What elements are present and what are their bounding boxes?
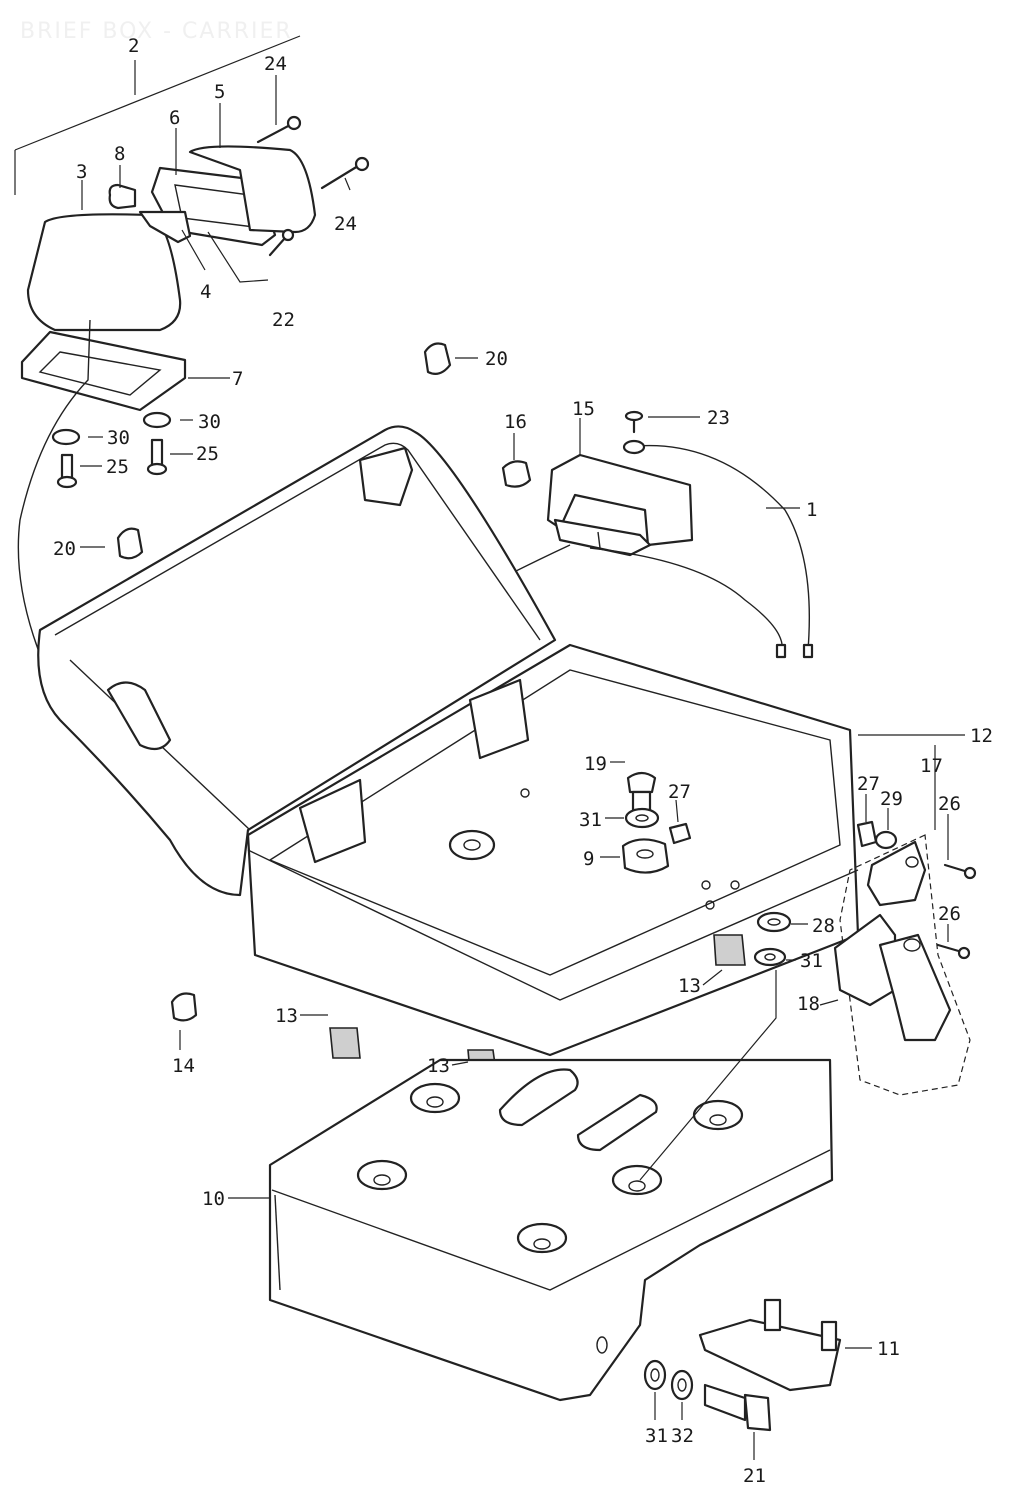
lamp-gasket — [20, 330, 187, 412]
callout-31: 31 — [579, 809, 602, 831]
callout-6: 6 — [169, 107, 180, 129]
callout-4: 4 — [200, 281, 211, 303]
callout-7: 7 — [232, 368, 243, 390]
callout-15: 15 — [572, 398, 595, 420]
callout-22: 22 — [272, 309, 295, 331]
callout-26: 26 — [938, 903, 961, 925]
callout-8: 8 — [114, 143, 125, 165]
diagram-title: BRIEF BOX - CARRIER — [20, 19, 293, 44]
callout-14: 14 — [172, 1055, 195, 1077]
callout-23: 23 — [707, 407, 730, 429]
callout-10: 10 — [202, 1188, 225, 1210]
callout-numbers: 2 24 5 6 8 3 24 4 22 20 7 15 23 30 16 30… — [53, 35, 993, 1487]
callout-31: 31 — [645, 1425, 668, 1447]
brief-box-lid — [37, 425, 557, 897]
loose-hardware-left — [51, 342, 452, 1022]
callout-30: 30 — [198, 411, 221, 433]
callout-30: 30 — [107, 427, 130, 449]
callout-13: 13 — [678, 975, 701, 997]
callout-19: 19 — [584, 753, 607, 775]
center-hardware — [621, 771, 692, 874]
mounting-plate-hardware — [643, 1298, 842, 1432]
carrier — [268, 1058, 834, 1402]
callout-28: 28 — [812, 915, 835, 937]
callout-29: 29 — [880, 788, 903, 810]
brief-box-body — [246, 643, 860, 1057]
callout-13: 13 — [275, 1005, 298, 1027]
callout-1: 1 — [806, 499, 817, 521]
lock-assembly — [833, 745, 977, 1096]
callout-25: 25 — [196, 443, 219, 465]
callout-13: 13 — [427, 1055, 450, 1077]
callout-3: 3 — [76, 161, 87, 183]
tail-lamp-assembly — [14, 35, 571, 735]
callout-31: 31 — [800, 950, 823, 972]
callout-21: 21 — [743, 1465, 766, 1487]
callout-26: 26 — [938, 793, 961, 815]
callout-24: 24 — [264, 53, 287, 75]
callout-5: 5 — [214, 81, 225, 103]
callout-25: 25 — [106, 456, 129, 478]
callout-27: 27 — [668, 781, 691, 803]
bulb — [108, 183, 137, 210]
tail-lamp-lens — [26, 213, 182, 332]
callout-2: 2 — [128, 35, 139, 57]
callout-12: 12 — [970, 725, 993, 747]
callout-20: 20 — [53, 538, 76, 560]
callout-32: 32 — [671, 1425, 694, 1447]
callout-11: 11 — [877, 1338, 900, 1360]
callout-20: 20 — [485, 348, 508, 370]
callout-17: 17 — [920, 755, 943, 777]
callout-27: 27 — [857, 773, 880, 795]
switch-bracket-assembly — [501, 410, 814, 659]
callout-24: 24 — [334, 213, 357, 235]
leader-lines — [80, 75, 965, 1460]
callout-9: 9 — [583, 848, 594, 870]
callout-16: 16 — [504, 411, 527, 433]
callout-18: 18 — [797, 993, 820, 1015]
